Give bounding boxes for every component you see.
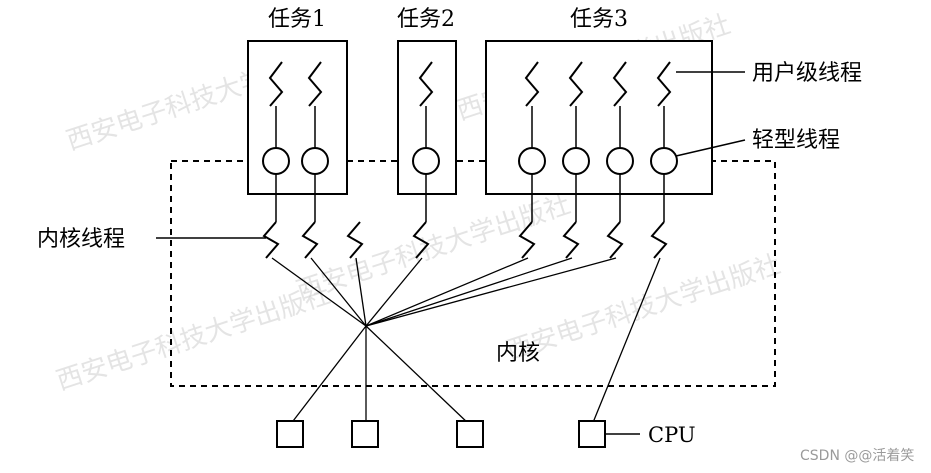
callout-lines	[156, 71, 746, 435]
kernel-thread-zigzag	[650, 221, 668, 259]
task1-label: 任务1	[268, 7, 326, 32]
lwp-callout	[675, 139, 746, 157]
source-credit: CSDN @@活着笑	[800, 448, 914, 464]
user-thread-zigzag	[307, 61, 323, 107]
lwp-circle	[606, 147, 634, 175]
lwp-circle	[412, 147, 440, 175]
task3-box	[485, 40, 713, 195]
user-thread-zigzag	[268, 61, 284, 107]
lightweight-process-label: 轻型线程	[752, 128, 840, 153]
kernel-thread-zigzag	[606, 221, 624, 259]
cpu-box	[276, 420, 304, 448]
watermark-text: 西安电子科技大学出版社	[53, 280, 334, 397]
lwp-circle	[301, 147, 329, 175]
hub-to-cpu-links	[289, 257, 661, 426]
user-thread-zigzag	[656, 61, 672, 107]
kernel-thread-zigzag	[262, 221, 280, 259]
kernel-threads	[262, 221, 668, 259]
user-level-threads	[268, 61, 672, 107]
lwp-circle	[262, 147, 290, 175]
user-thread-zigzag	[524, 61, 540, 107]
user-thread-zigzag	[612, 61, 628, 107]
lwp-circle	[650, 147, 678, 175]
cpus	[276, 420, 606, 448]
task3-label: 任务3	[570, 7, 628, 32]
kernel-thread-zigzag	[562, 221, 580, 259]
lightweight-processes	[262, 147, 678, 175]
cpu-box	[456, 420, 484, 448]
task1-box	[247, 40, 348, 195]
lwp-circle	[518, 147, 546, 175]
cpu-box	[578, 420, 606, 448]
kernel-thread-zigzag	[518, 221, 536, 259]
kernel-thread-zigzag	[346, 221, 364, 259]
kernel-region	[170, 160, 776, 387]
cpu-box	[351, 420, 379, 448]
kernel-thread-zigzag	[301, 221, 319, 259]
kernel-thread-label: 内核线程	[37, 227, 125, 252]
user-thread-zigzag	[418, 61, 434, 107]
kernel-label: 内核	[496, 341, 540, 366]
kernel-to-hub-links	[271, 257, 617, 327]
lwp-to-kernel-links	[275, 174, 665, 222]
user-level-thread-label: 用户级线程	[752, 61, 862, 86]
user-thread-zigzag	[568, 61, 584, 107]
task2-label: 任务2	[397, 7, 455, 32]
lwp-circle	[562, 147, 590, 175]
cpu-label: CPU	[648, 423, 696, 447]
kernel-thread-zigzag	[412, 221, 430, 259]
user-to-lwp-links	[275, 106, 665, 148]
